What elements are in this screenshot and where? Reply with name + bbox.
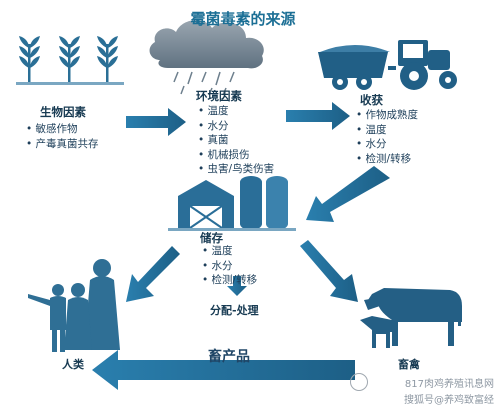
storage-list: 温度 水分 检测/转移 [202,244,258,288]
livestock-label: 畜禽 [398,358,420,371]
biological-factors-list: 敏感作物 产毒真菌共存 [26,122,99,151]
list-item: 水分 [202,259,257,274]
environment-factors-list: 温度 水分 真菌 机械损伤 虫害/鸟类伤害 [198,104,275,177]
flow-arrows [92,102,390,390]
human-label: 人类 [62,358,84,371]
arrow-env-to-harvest [286,102,350,130]
list-item: 敏感作物 [26,122,99,137]
list-item: 作物成熟度 [356,108,419,123]
crop-plants-icon [16,36,124,85]
diagram-title: 霉菌毒素的来源 [190,10,296,28]
list-item: 真菌 [198,133,274,148]
arrow-storage-to-livestock [300,240,358,302]
watermark-line2: 搜狐号@养鸡致富经 [404,395,494,406]
rain-cloud-icon [149,20,264,96]
distribution-label: 分配-处理 [210,304,259,317]
harvest-title: 收获 [360,93,383,107]
environment-factors-title: 环境因素 [196,89,242,103]
list-item: 水分 [356,137,418,152]
biological-factors-title: 生物因素 [40,105,86,119]
arrow-harvest-to-storage [306,166,390,222]
list-item: 虫害/鸟类伤害 [198,162,275,177]
arrow-livestock-to-human [92,350,355,390]
animal-products-label: 畜产品 [208,349,250,365]
arrow-bio-to-env [126,108,186,136]
human-figures-icon [28,259,120,352]
list-item: 水分 [198,119,274,134]
list-item: 温度 [356,123,418,138]
harvest-list: 作物成熟度 温度 水分 检测/转移 [356,108,419,167]
arrow-storage-to-human [126,246,180,302]
barn-silo-icon [168,176,296,231]
watermark-logo-icon [350,373,368,391]
watermark-line1: 817肉鸡养殖讯息网 [404,379,494,390]
tractor-icon [318,40,457,90]
list-item: 检测/转移 [356,152,418,167]
list-item: 温度 [198,104,274,119]
list-item: 检测/转移 [202,273,258,288]
list-item: 产毒真菌共存 [26,137,99,152]
list-item: 机械损伤 [198,148,274,163]
cattle-icon [360,288,462,348]
storage-title: 储存 [200,231,223,245]
list-item: 温度 [202,244,257,259]
